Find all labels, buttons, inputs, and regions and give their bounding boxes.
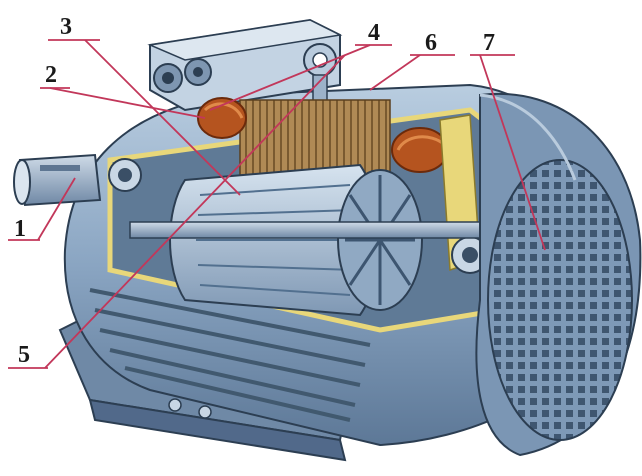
callout-3: 3: [60, 14, 72, 40]
callout-4: 4: [368, 20, 380, 46]
cutaway-interior: [107, 97, 563, 333]
terminal-box: [147, 18, 343, 112]
motor-shaft: [13, 153, 102, 207]
leader-lines: [8, 39, 546, 369]
callout-6: 6: [425, 30, 437, 56]
callout-5: 5: [18, 342, 30, 368]
callout-2: 2: [45, 62, 57, 88]
fan-cover: [475, 92, 642, 457]
callout-labels: 1 2 3 4 5 6 7: [14, 14, 495, 368]
callout-7: 7: [483, 30, 495, 56]
callout-1: 1: [14, 216, 26, 242]
